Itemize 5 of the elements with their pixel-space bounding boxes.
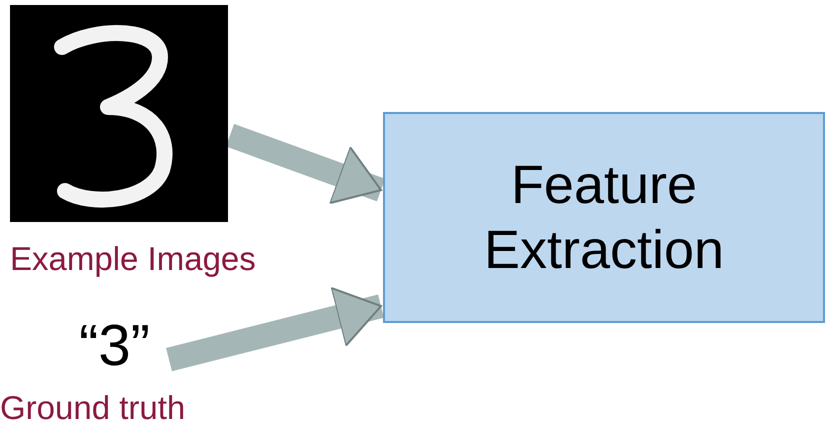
node-label: Ground truth xyxy=(0,390,186,426)
node-label: Example Images xyxy=(10,241,256,278)
process-box xyxy=(383,112,825,323)
block-arrow xyxy=(166,286,384,372)
box-label: Feature Extraction xyxy=(482,154,726,282)
